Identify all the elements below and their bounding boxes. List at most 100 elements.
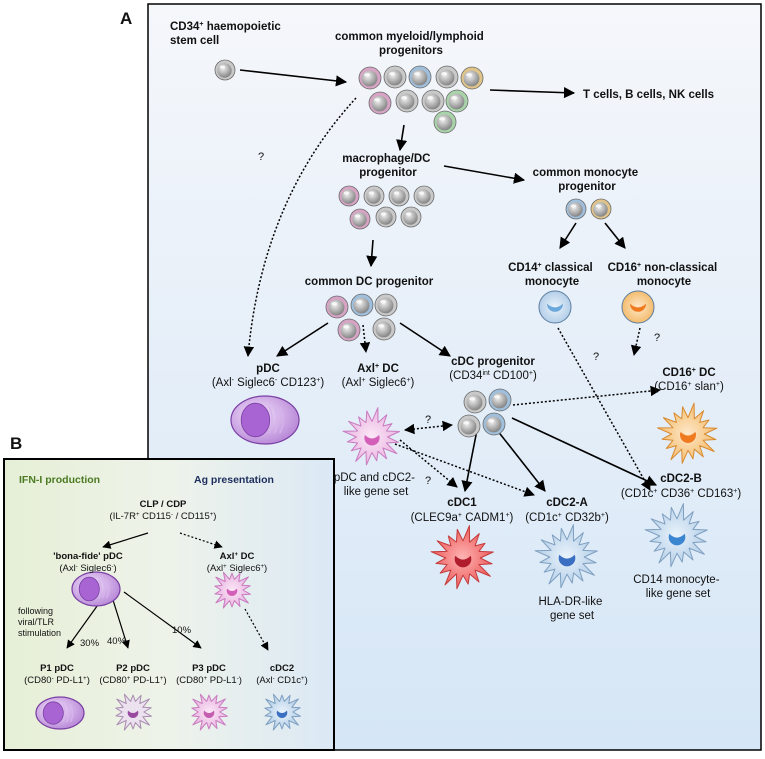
cdc2b-gene-set-label: CD14 monocyte- like gene set — [633, 574, 723, 600]
cd16-dc-cell — [657, 402, 718, 464]
cdc2-b-markers: (Axl- CD1c+) — [256, 675, 307, 686]
cmlp-cell — [383, 65, 407, 89]
pct-p3: 10% — [172, 625, 192, 636]
mdp-cell — [338, 185, 360, 207]
cdc-prog-cell — [463, 390, 487, 414]
panel-b-dotted-arrows — [179, 532, 269, 651]
panel-b-labels: IFN-I production Ag presentation CLP / C… — [18, 474, 308, 686]
p1-markers: (CD80- PD-L1+) — [24, 675, 90, 686]
cdc-prog-title: cDC progenitor — [451, 356, 535, 368]
tbnk-label: T cells, B cells, NK cells — [583, 89, 714, 101]
cdc2-b-cell — [264, 693, 301, 731]
cmlp-cell — [395, 89, 419, 113]
cmlp-cell — [421, 89, 445, 113]
cdc1-markers: (CLEC9a+ CADM1+) — [411, 512, 514, 524]
cdp-cell — [372, 317, 396, 341]
cmlp-cell — [358, 66, 382, 90]
bona-markers: (Axl- Siglec6-) — [59, 563, 116, 574]
cdc-prog-cell — [482, 412, 506, 436]
cdp-cell — [374, 293, 398, 317]
arrow-cdp-to-cdcprog — [399, 322, 451, 357]
mdp-label: macrophage/DC progenitor — [342, 153, 433, 179]
cmlp-cell — [445, 89, 469, 113]
cdp-label: common DC progenitor — [305, 276, 434, 288]
clp-markers: (IL-7R+ CD115- / CD115+) — [110, 511, 217, 522]
arrow-mdp-to-cmp — [443, 165, 526, 184]
cdc2b-markers: (CD1c+ CD36+ CD163+) — [621, 488, 741, 500]
p2-pdc-cell — [115, 693, 152, 731]
cmlp-cell — [408, 65, 432, 89]
axl-gene-set-label: pDC and cDC2- like gene set — [334, 472, 418, 498]
cd16-mono-label: CD16+ non-classical monocyte — [608, 262, 721, 288]
question-mark: ? — [654, 332, 660, 344]
axl-dc-b-cell — [214, 571, 251, 609]
cdc1-title: cDC1 — [447, 497, 477, 509]
cdc-prog-cell — [488, 388, 512, 412]
cd16-dc-markers: (CD16+ slan+) — [654, 381, 724, 393]
mdp-cell — [400, 206, 422, 228]
cmlp-cell — [433, 110, 457, 134]
pct-p2: 40% — [107, 636, 127, 647]
cdc2b-title: cDC2-B — [660, 473, 702, 485]
arrow-cd16-to-cd16dc-dotted — [630, 327, 642, 357]
question-mark: ? — [425, 414, 431, 426]
cmlp-cell — [435, 65, 459, 89]
axl-b-markers: (Axl+ Siglec6+) — [207, 563, 267, 574]
cdc2a-markers: (CD1c+ CD32b+) — [525, 512, 609, 524]
arrow-hsc-to-cmlp — [239, 69, 348, 87]
arrow-cdcprog-to-cdc2b — [511, 417, 658, 486]
hsc-label: CD34+ haemopoietic stem cell — [170, 21, 284, 47]
arrow-clp-to-bona — [102, 532, 149, 549]
arrow-cdcprog-to-cdc2a — [496, 429, 546, 492]
axl-dc-markers: (Axl+ Siglec6+) — [342, 377, 415, 389]
cmlp-cell — [368, 91, 392, 115]
arrow-cdp-to-pdc — [276, 322, 329, 357]
p3-pdc-cell — [191, 693, 228, 731]
panel-a-arrows — [239, 69, 658, 493]
arrow-cd14-to-cdc2b-dotted — [557, 327, 651, 491]
mdp-cell — [375, 206, 397, 228]
cdp-cell — [325, 295, 349, 319]
panel-a-cells — [214, 59, 718, 590]
panel-a-labels: CD34+ haemopoietic stem cell common myel… — [170, 21, 741, 622]
axl-dc-cell — [342, 407, 400, 466]
cdc1-cell — [430, 525, 494, 590]
cmlp-label: common myeloid/lymphoid progenitors — [335, 31, 487, 57]
question-mark: ? — [593, 351, 599, 363]
bona-title: 'bona-fide' pDC — [53, 551, 123, 562]
p3-markers: (CD80+ PD-L1-) — [176, 675, 242, 686]
arrow-cdp-to-axl-dotted — [359, 324, 371, 354]
arrow-cmp-to-cd16 — [604, 222, 626, 249]
axl-b-title: Axl+ DC — [220, 551, 255, 562]
cdc2b-cell — [644, 503, 708, 568]
pct-p1: 30% — [80, 638, 100, 649]
arrow-mdp-to-cdp — [366, 239, 378, 268]
cmp-cell — [590, 198, 612, 220]
clp-title: CLP / CDP — [140, 499, 187, 510]
ag-label: Ag presentation — [194, 474, 274, 486]
cmp-cell — [565, 198, 587, 220]
cd14-monocyte-cell — [538, 290, 572, 324]
arrow-cmlp-to-mdp — [396, 124, 408, 152]
stimulation-label: following viral/TLR stimulation — [18, 606, 61, 638]
hsc-cell — [214, 59, 236, 81]
question-mark: ? — [425, 475, 431, 487]
cdc-prog-markers: (CD34int CD100+) — [449, 370, 537, 382]
panel-b-cells — [35, 571, 301, 731]
p2-markers: (CD80+ PD-L1+) — [99, 675, 166, 686]
mdp-cell — [413, 185, 435, 207]
arrow-cmp-to-cd14 — [559, 222, 577, 249]
mdp-cell — [388, 185, 410, 207]
cdc2a-gene-set-label: HLA-DR-like gene set — [538, 596, 605, 622]
cd16-monocyte-cell — [621, 290, 655, 324]
pdc-title: pDC — [256, 363, 280, 375]
arrow-axl-to-cdc2a-dotted — [394, 443, 535, 497]
cd16-dc-title: CD16+ DC — [662, 367, 715, 379]
panel-b-letter: B — [10, 434, 22, 453]
arrow-bona-to-p2 — [112, 599, 130, 649]
pdc-cell — [230, 395, 300, 445]
p3-title: P3 pDC — [192, 663, 226, 674]
arrow-to-tbnk — [489, 87, 576, 99]
